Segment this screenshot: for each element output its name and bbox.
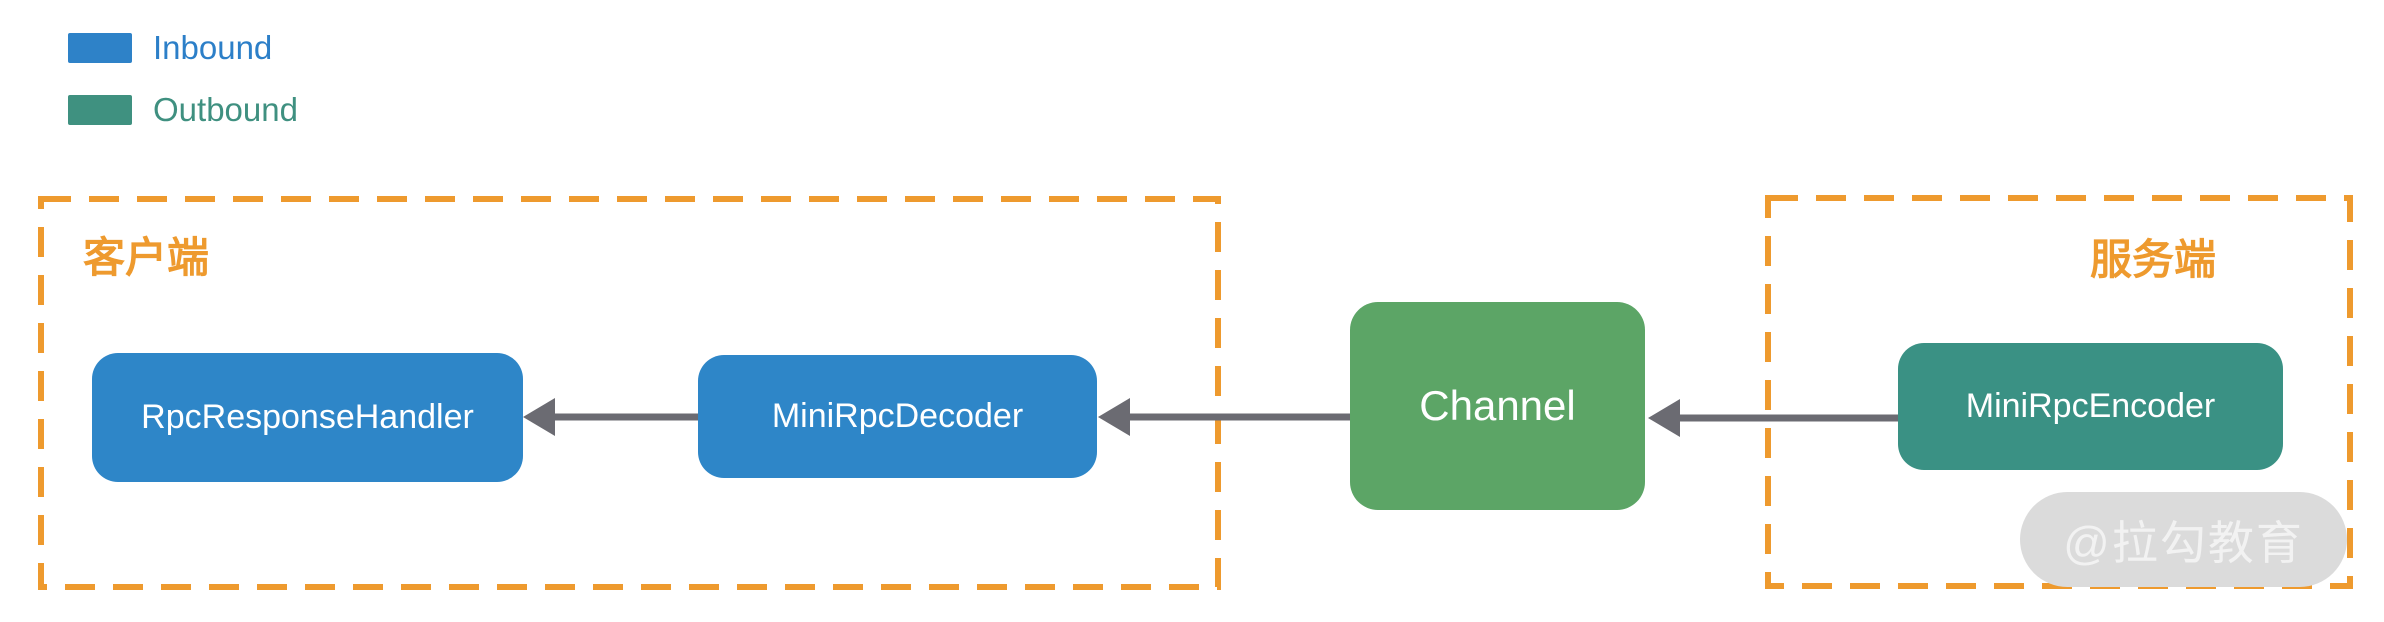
legend-item-inbound: Inbound	[68, 29, 298, 66]
outbound-color-swatch	[68, 95, 132, 125]
node-channel: Channel	[1350, 302, 1645, 510]
legend: Inbound Outbound	[68, 29, 298, 157]
node-rpc-response-handler: RpcResponseHandler	[92, 353, 523, 482]
node-mini-rpc-encoder: MiniRpcEncoder	[1898, 343, 2283, 470]
encoder-to-channel-arrow-icon	[1648, 399, 1898, 437]
watermark-badge: @拉勾教育	[2020, 492, 2347, 587]
legend-inbound-label: Inbound	[153, 29, 273, 66]
legend-outbound-label: Outbound	[153, 91, 298, 128]
client-group-border	[38, 196, 1221, 590]
channel-to-decoder-arrow-icon	[1098, 398, 1350, 436]
legend-item-outbound: Outbound	[68, 91, 298, 128]
decoder-to-handler-arrow-icon	[523, 398, 698, 436]
client-group-label: 客户端	[83, 234, 210, 281]
node-mini-rpc-decoder: MiniRpcDecoder	[698, 355, 1097, 478]
server-group-label: 服务端	[2090, 236, 2217, 283]
inbound-color-swatch	[68, 33, 132, 63]
